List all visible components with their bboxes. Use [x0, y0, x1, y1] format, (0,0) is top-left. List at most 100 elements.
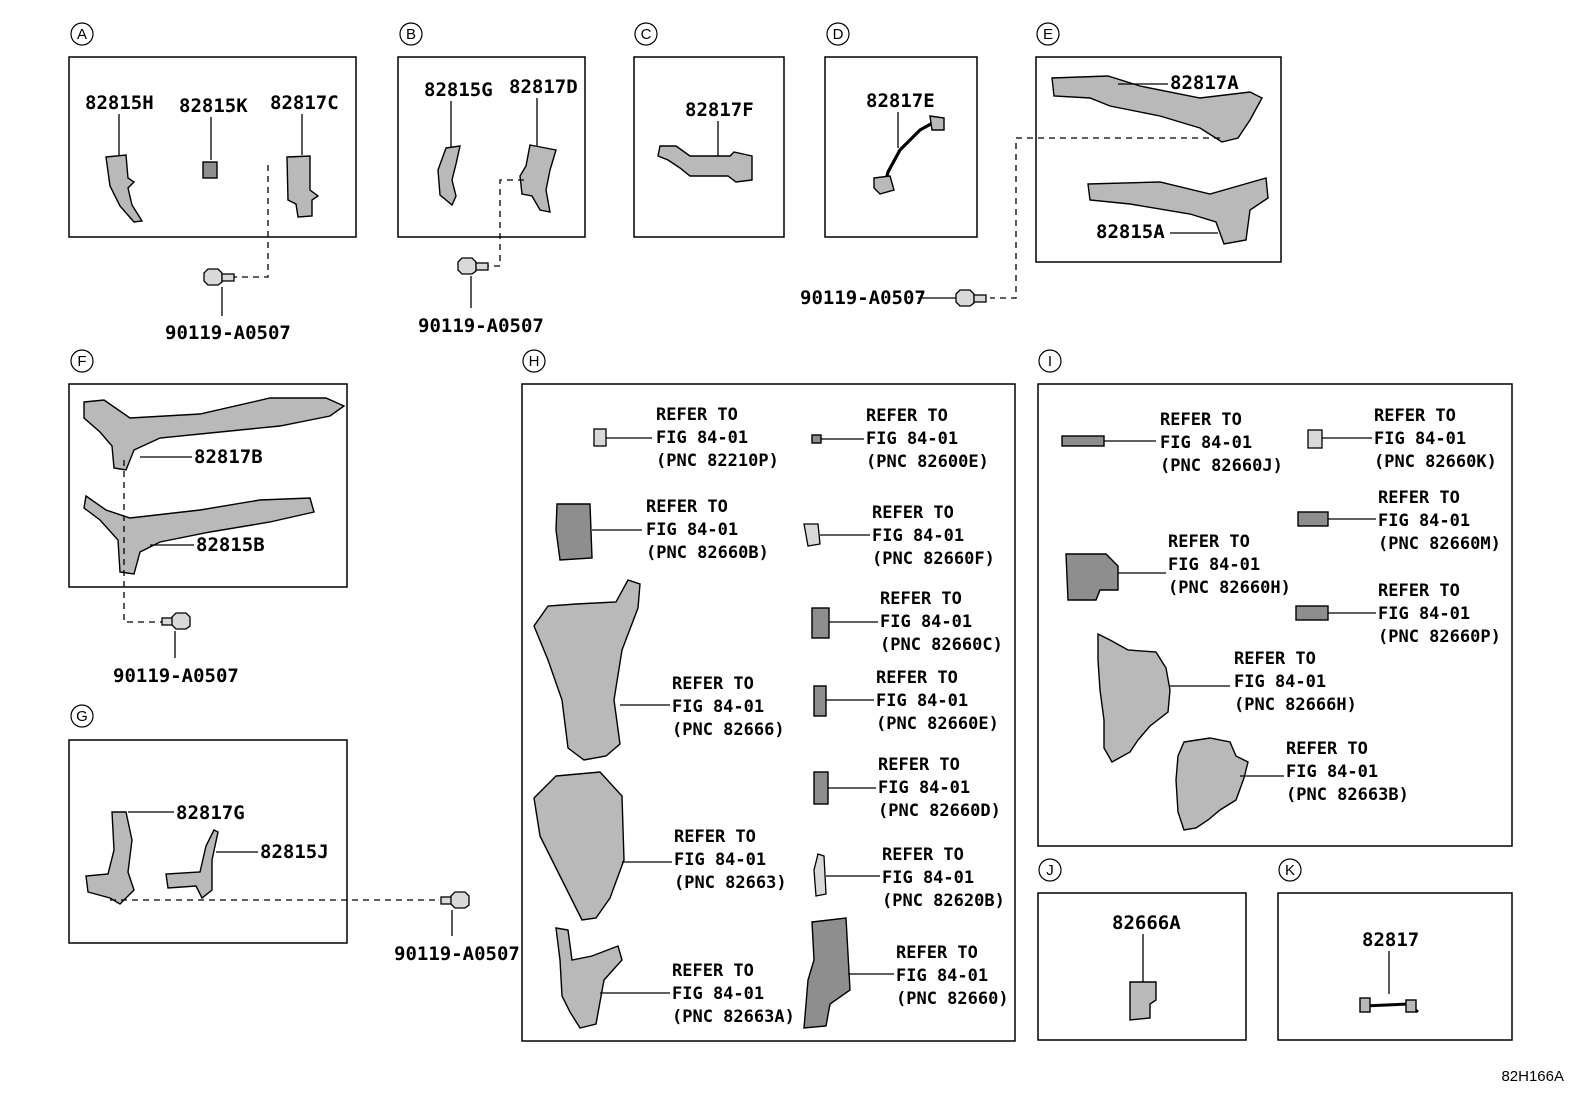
svg-text:REFER TO: REFER TO	[672, 674, 754, 694]
section-c-frame	[633, 56, 785, 238]
connector-icon	[813, 771, 829, 805]
ref-82660f[interactable]: REFER TO FIG 84-01 (PNC 82660F)	[872, 503, 995, 569]
part-label-82817c[interactable]: 82817C	[270, 92, 339, 114]
bolt-label-g[interactable]: 90119-A0507	[394, 943, 520, 965]
svg-text:FIG 84-01: FIG 84-01	[674, 850, 766, 870]
fuse-icon	[811, 434, 822, 444]
ref-82660m[interactable]: REFER TO FIG 84-01 (PNC 82660M)	[1378, 488, 1501, 554]
svg-text:REFER TO: REFER TO	[1160, 410, 1242, 430]
svg-text:FIG 84-01: FIG 84-01	[1168, 555, 1260, 575]
section-g: G 82817G 82815J 90119-A0507	[68, 704, 520, 965]
section-j-frame	[1037, 892, 1247, 1041]
ref-82666h[interactable]: REFER TO FIG 84-01 (PNC 82666H)	[1234, 649, 1357, 715]
svg-text:FIG 84-01: FIG 84-01	[1378, 511, 1470, 531]
connector-icon	[813, 685, 827, 717]
svg-text:(PNC 82660H): (PNC 82660H)	[1168, 578, 1291, 598]
svg-text:(PNC 82666H): (PNC 82666H)	[1234, 695, 1357, 715]
bolt-icon	[457, 257, 489, 275]
junction-block-icon	[1065, 553, 1119, 601]
part-label-82817g[interactable]: 82817G	[176, 802, 245, 824]
part-82815g-shape	[437, 145, 461, 207]
ref-82620b[interactable]: REFER TO FIG 84-01 (PNC 82620B)	[882, 845, 1005, 911]
fuse-box-icon	[803, 917, 851, 1029]
bolt-icon	[955, 289, 987, 307]
part-label-82817d[interactable]: 82817D	[509, 76, 578, 98]
svg-text:REFER TO: REFER TO	[1378, 488, 1460, 508]
section-e: E 82817A 82815A 90119-A0507	[800, 22, 1282, 309]
ref-82660h[interactable]: REFER TO FIG 84-01 (PNC 82660H)	[1168, 532, 1291, 598]
ref-82663b[interactable]: REFER TO FIG 84-01 (PNC 82663B)	[1286, 739, 1409, 805]
ref-82663[interactable]: REFER TO FIG 84-01 (PNC 82663)	[674, 827, 787, 893]
svg-text:FIG 84-01: FIG 84-01	[882, 868, 974, 888]
svg-text:REFER TO: REFER TO	[1168, 532, 1250, 552]
bolt-label-a[interactable]: 90119-A0507	[165, 322, 291, 344]
bracket-82663a-shape	[555, 927, 623, 1029]
part-label-82817[interactable]: 82817	[1362, 929, 1419, 951]
section-j: J 82666A	[1037, 858, 1247, 1041]
svg-text:(PNC 82663): (PNC 82663)	[674, 873, 787, 893]
ref-82660d[interactable]: REFER TO FIG 84-01 (PNC 82660D)	[878, 755, 1001, 821]
section-e-badge: E	[1043, 26, 1053, 43]
section-f: F 82817B 82815B 90119-A0507	[68, 349, 348, 687]
bolt-label-e[interactable]: 90119-A0507	[800, 287, 926, 309]
connector-icon	[1295, 605, 1329, 621]
svg-text:FIG 84-01: FIG 84-01	[1160, 433, 1252, 453]
bolt-label-f[interactable]: 90119-A0507	[113, 665, 239, 687]
ref-82600e[interactable]: REFER TO FIG 84-01 (PNC 82600E)	[866, 406, 989, 472]
svg-text:REFER TO: REFER TO	[1378, 581, 1460, 601]
part-label-82815h[interactable]: 82815H	[85, 92, 154, 114]
part-label-82815g[interactable]: 82815G	[424, 79, 493, 101]
ref-82210p[interactable]: REFER TO FIG 84-01 (PNC 82210P)	[656, 405, 779, 471]
part-82815h-shape	[105, 154, 144, 223]
part-label-82815k[interactable]: 82815K	[179, 95, 248, 117]
svg-text:REFER TO: REFER TO	[646, 497, 728, 517]
part-label-82817a[interactable]: 82817A	[1170, 72, 1239, 94]
part-label-82666a[interactable]: 82666A	[1112, 912, 1181, 934]
svg-text:(PNC 82660C): (PNC 82660C)	[880, 635, 1003, 655]
ref-82660k[interactable]: REFER TO FIG 84-01 (PNC 82660K)	[1374, 406, 1497, 472]
svg-text:FIG 84-01: FIG 84-01	[672, 984, 764, 1004]
section-k-badge: K	[1285, 862, 1295, 879]
ref-82660e[interactable]: REFER TO FIG 84-01 (PNC 82660E)	[876, 668, 999, 734]
svg-text:(PNC 82663A): (PNC 82663A)	[672, 1007, 795, 1027]
svg-text:REFER TO: REFER TO	[1286, 739, 1368, 759]
ref-82660b[interactable]: REFER TO FIG 84-01 (PNC 82660B)	[646, 497, 769, 563]
fuse-holder-icon	[813, 853, 827, 897]
svg-text:(PNC 82660D): (PNC 82660D)	[878, 801, 1001, 821]
section-g-frame	[68, 739, 348, 944]
section-a: A 82815H 82815K 82817C 90119-A0507	[68, 22, 357, 344]
part-82815a-shape	[1087, 177, 1269, 245]
svg-text:REFER TO: REFER TO	[656, 405, 738, 425]
section-a-badge: A	[77, 26, 87, 43]
part-label-82815b[interactable]: 82815B	[196, 534, 265, 556]
svg-text:(PNC 82660M): (PNC 82660M)	[1378, 534, 1501, 554]
svg-text:REFER TO: REFER TO	[896, 943, 978, 963]
part-label-82817f[interactable]: 82817F	[685, 99, 754, 121]
section-f-frame	[68, 383, 348, 588]
part-82817e-shape	[884, 118, 939, 181]
section-k: K 82817	[1277, 858, 1513, 1041]
ref-82660j[interactable]: REFER TO FIG 84-01 (PNC 82660J)	[1160, 410, 1283, 476]
ref-82660p[interactable]: REFER TO FIG 84-01 (PNC 82660P)	[1378, 581, 1501, 647]
section-i-frame	[1037, 383, 1513, 847]
section-b-frame	[397, 56, 586, 238]
part-label-82817e[interactable]: 82817E	[866, 90, 935, 112]
part-label-82817b[interactable]: 82817B	[194, 446, 263, 468]
ref-82660[interactable]: REFER TO FIG 84-01 (PNC 82660)	[896, 943, 1009, 1009]
section-f-badge: F	[77, 353, 86, 370]
junction-block-icon	[555, 503, 593, 561]
part-82817a-shape	[1051, 75, 1263, 143]
section-c: C 82817F	[633, 22, 785, 238]
svg-text:FIG 84-01: FIG 84-01	[672, 697, 764, 717]
section-b-badge: B	[406, 26, 416, 43]
ref-82666[interactable]: REFER TO FIG 84-01 (PNC 82666)	[672, 674, 785, 740]
ref-82660c[interactable]: REFER TO FIG 84-01 (PNC 82660C)	[880, 589, 1003, 655]
ref-82663a[interactable]: REFER TO FIG 84-01 (PNC 82663A)	[672, 961, 795, 1027]
relay-icon	[1307, 429, 1323, 449]
part-label-82815a[interactable]: 82815A	[1096, 221, 1165, 243]
svg-text:FIG 84-01: FIG 84-01	[1374, 429, 1466, 449]
section-k-frame	[1277, 892, 1513, 1041]
section-i: I REFER TO FIG 84-01 (PNC 82660J) REFER …	[1037, 349, 1513, 847]
bolt-label-b[interactable]: 90119-A0507	[418, 315, 544, 337]
part-label-82815j[interactable]: 82815J	[260, 841, 329, 863]
